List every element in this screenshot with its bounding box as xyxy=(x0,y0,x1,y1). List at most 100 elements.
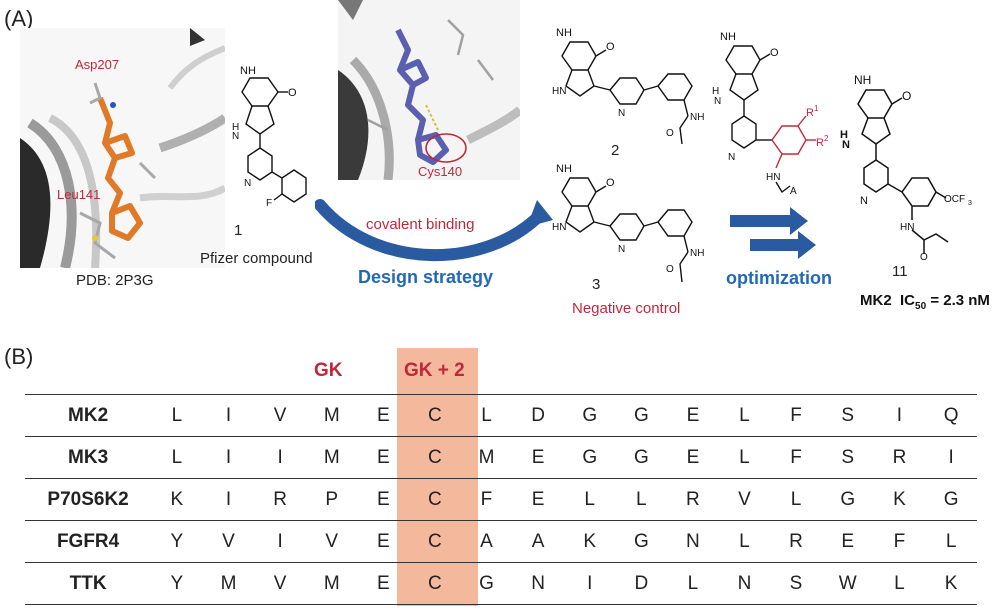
residue-cell: E xyxy=(667,394,719,437)
residue-cell: E xyxy=(357,520,410,563)
residue-cell: P xyxy=(305,478,358,521)
residue-cell: L xyxy=(925,520,977,563)
panel-b-label: (B) xyxy=(4,344,34,369)
residue-cell: V xyxy=(305,520,358,563)
residue-cell: Q xyxy=(925,394,977,437)
ligand-sticks xyxy=(395,28,449,165)
residue-cell: G xyxy=(925,478,977,521)
atom-hn: HN xyxy=(766,172,780,183)
beta-sheet-ribbon xyxy=(338,70,369,180)
residue-cell: F xyxy=(873,520,926,563)
residue-cell: K xyxy=(873,478,926,521)
residue-cell: G xyxy=(615,520,668,563)
residue-cell: E xyxy=(357,436,410,479)
atom-o: O xyxy=(770,47,779,59)
residue-cell: C xyxy=(409,562,461,605)
atom-h: H xyxy=(840,129,848,141)
residue-cell: I xyxy=(202,436,255,479)
atom-o-amide: O xyxy=(666,128,674,139)
atom-o: O xyxy=(288,87,297,99)
residue-cell: M xyxy=(305,562,358,605)
residue-cell: L xyxy=(770,478,822,521)
residue-cell: Y xyxy=(151,562,203,605)
residue-cell: E xyxy=(667,436,719,479)
residue-cell: V xyxy=(202,520,255,563)
residue-cell: R xyxy=(770,520,822,563)
residue-cell: F xyxy=(770,436,822,479)
covalent-binding-arrow xyxy=(315,199,553,262)
compound-11-structure: NH O H N N OCF 3 HN O xyxy=(840,73,972,260)
atom-hn: HN xyxy=(552,222,566,233)
ribbon xyxy=(167,45,225,90)
residue-cell: I xyxy=(254,520,306,563)
residue-cell: E xyxy=(512,478,564,521)
kinase-name: FGFR4 xyxy=(25,520,152,563)
sulfur-atom xyxy=(92,235,98,241)
residue-cell: G xyxy=(821,478,874,521)
atom-n: N xyxy=(618,244,625,255)
design-strategy-caption: Design strategy xyxy=(358,267,494,287)
residue-cell: K xyxy=(151,478,203,521)
residue-cell: S xyxy=(821,436,874,479)
r1-group: R xyxy=(806,107,814,119)
residue-cell: C xyxy=(409,436,461,479)
residue-cell: E xyxy=(512,436,564,479)
compound-1-number: 1 xyxy=(234,222,243,239)
residue-cell: L xyxy=(718,520,771,563)
residue-cell: I xyxy=(254,436,306,479)
residue-cell: E xyxy=(357,478,410,521)
residue-cell: I xyxy=(873,394,926,437)
residue-cell: I xyxy=(925,436,977,479)
residue-cell: L xyxy=(151,436,203,479)
ribbon xyxy=(465,106,520,145)
residue-cell: M xyxy=(460,436,513,479)
residue-cell: G xyxy=(563,436,616,479)
atom-nh-amide: NH xyxy=(690,112,704,123)
residue-cell: I xyxy=(563,562,616,605)
atom-n-pyridine: N xyxy=(728,152,735,163)
covalent-binding-caption: covalent binding xyxy=(366,216,475,233)
r2-group: R xyxy=(816,137,824,149)
residue-cell: L xyxy=(718,394,771,437)
compound-2-number: 2 xyxy=(611,142,620,159)
residue-cell: N xyxy=(718,562,771,605)
ribbon xyxy=(158,114,225,153)
r1-superscript: 1 xyxy=(814,104,819,113)
ic50-prefix: IC xyxy=(900,292,916,309)
atom-hn: HN xyxy=(552,86,566,97)
residue-cell: D xyxy=(512,394,564,437)
residue-cell: V xyxy=(254,562,306,605)
pdb-caption: PDB: 2P3G xyxy=(76,272,154,289)
atom-f: F xyxy=(266,198,272,209)
kinase-name: P70S6K2 xyxy=(25,478,152,521)
residue-label-cys140: Cys140 xyxy=(418,164,463,179)
residue-cell: A xyxy=(512,520,564,563)
residue-cell: C xyxy=(409,394,461,437)
compound-11-number: 11 xyxy=(892,263,908,280)
residue-cell: F xyxy=(460,478,513,521)
residue-label-asp207: Asp207 xyxy=(75,57,120,72)
residue-cell: C xyxy=(409,478,461,521)
residue-cell: L xyxy=(667,562,719,605)
compound-1-structure: H N O NH N F xyxy=(232,66,307,209)
residue-cell: G xyxy=(615,394,668,437)
compound-3-number: 3 xyxy=(592,276,601,293)
gk2-label: GK + 2 xyxy=(404,360,465,381)
protein-structure-image-2 xyxy=(338,0,520,180)
atom-nh: NH xyxy=(556,163,572,175)
atom-nh: NH xyxy=(854,73,871,87)
optimization-caption: optimization xyxy=(726,268,832,288)
residue-cell: Y xyxy=(151,520,203,563)
residue-cell: R xyxy=(667,478,719,521)
atom-h: H xyxy=(712,86,719,97)
residue-cell: I xyxy=(202,478,255,521)
residue-cell: S xyxy=(770,562,822,605)
residue-cell: V xyxy=(718,478,771,521)
atom-a: A xyxy=(790,186,797,197)
atom-n: N xyxy=(714,96,721,107)
residue-cell: E xyxy=(357,562,410,605)
residue-cell: G xyxy=(563,394,616,437)
